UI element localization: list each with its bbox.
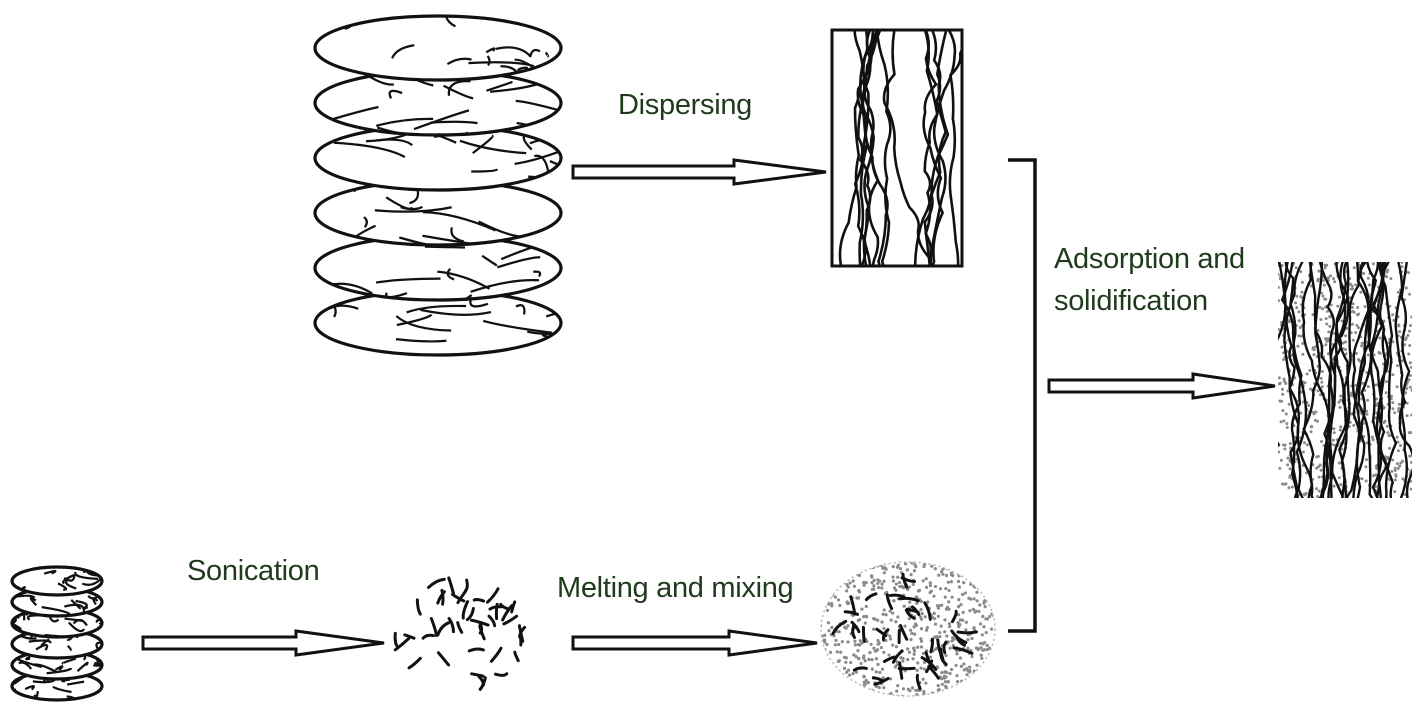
dispersed-network-block (830, 28, 964, 268)
sheet-layer (313, 14, 563, 82)
hollow-arrow (571, 629, 818, 657)
label-melting-mixing: Melting and mixing (557, 572, 794, 604)
sheet-layer (10, 628, 104, 660)
final-composite-block (1278, 262, 1412, 498)
process-arrows (141, 158, 1276, 657)
sheet-layer (313, 69, 563, 137)
stacked-sheets-small (10, 565, 104, 702)
hollow-arrow (571, 158, 827, 186)
sheet-layer (10, 670, 104, 702)
merge-bracket (1008, 158, 1037, 633)
label-adsorption-solidification: Adsorption and solidification (1054, 243, 1245, 318)
hollow-arrow (141, 629, 385, 657)
label-sonication: Sonication (187, 555, 320, 587)
sonicated-fragments (393, 576, 527, 691)
stacked-sheets-large (313, 14, 563, 357)
sheet-layer (10, 565, 104, 597)
melt-mixed-oval (820, 561, 996, 697)
label-dispersing: Dispersing (618, 89, 752, 121)
hollow-arrow (1047, 372, 1276, 400)
